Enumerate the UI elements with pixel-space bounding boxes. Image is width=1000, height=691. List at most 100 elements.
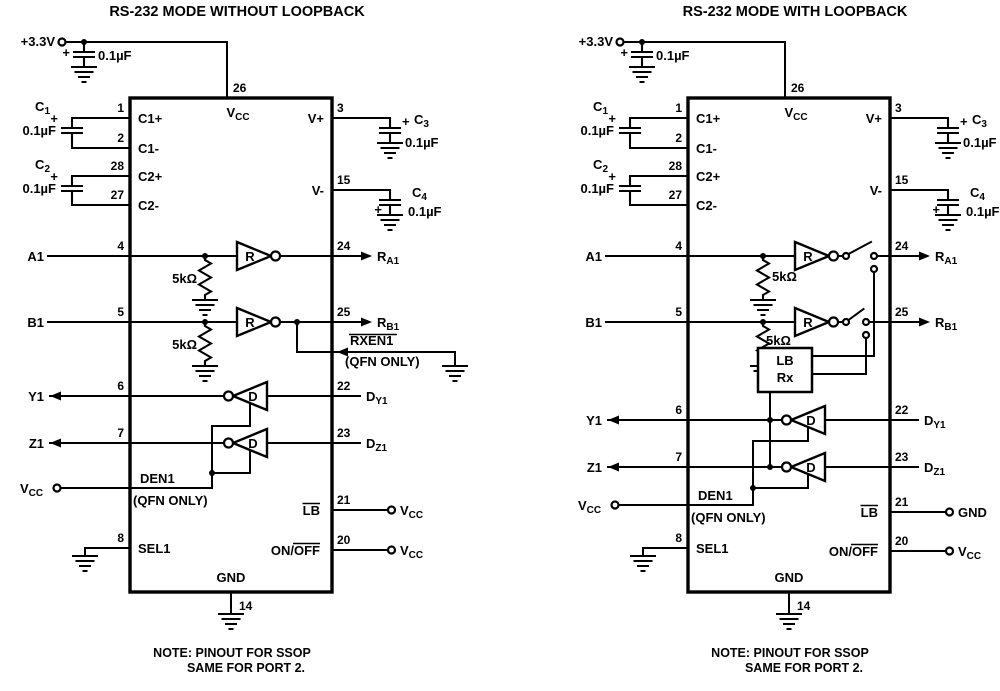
receiver-a-triangle bbox=[793, 240, 833, 272]
y1-arrow bbox=[608, 415, 619, 425]
inverter-bubble bbox=[827, 316, 840, 328]
ground-symbol bbox=[375, 213, 405, 232]
dy1-label: DY1 bbox=[924, 413, 946, 431]
c3-capacitor bbox=[935, 116, 961, 145]
diagram-title: RS-232 MODE WITH LOOPBACK bbox=[683, 4, 908, 20]
driver-z-triangle bbox=[229, 427, 269, 459]
bypass-capacitor bbox=[629, 40, 655, 69]
loopback-switch-blade bbox=[847, 240, 873, 256]
c3-value: 0.1µF bbox=[405, 135, 439, 150]
vplus-label: V+ bbox=[308, 111, 325, 126]
pin-25: 25 bbox=[895, 305, 909, 319]
pin-7: 7 bbox=[117, 426, 124, 440]
pin-23: 23 bbox=[337, 426, 351, 440]
ground-symbol bbox=[216, 612, 246, 631]
vcc-pin-label: VCC bbox=[784, 105, 807, 123]
rb1-label: RB1 bbox=[935, 315, 958, 333]
resistor-a-value: 5kΩ bbox=[172, 271, 197, 286]
pin-5: 5 bbox=[675, 305, 682, 319]
pin-22: 22 bbox=[337, 379, 351, 393]
c3-plus: + bbox=[402, 114, 410, 129]
pin-21: 21 bbox=[895, 495, 909, 509]
note-line2: SAME FOR PORT 2. bbox=[187, 661, 305, 675]
driver-z-triangle bbox=[787, 451, 827, 483]
c2-capacitor bbox=[617, 174, 643, 203]
junction-dot bbox=[767, 464, 773, 470]
cap-value: 0.1µF bbox=[656, 48, 690, 63]
pin-2: 2 bbox=[675, 131, 682, 145]
pin-26: 26 bbox=[791, 81, 805, 95]
ra1-arrow bbox=[361, 251, 372, 261]
ground-symbol bbox=[69, 65, 99, 84]
wires bbox=[47, 41, 456, 615]
receiver-b-triangle bbox=[793, 306, 833, 338]
z1-arrow bbox=[50, 438, 61, 448]
ic-body bbox=[686, 96, 892, 594]
b1-label: B1 bbox=[27, 315, 44, 330]
rxen1-label: RXEN1 bbox=[350, 333, 393, 348]
ic-body bbox=[128, 96, 334, 594]
wires bbox=[605, 41, 949, 615]
switch-contact bbox=[869, 251, 879, 261]
receiver-a-letter: R bbox=[245, 249, 255, 264]
den1-vcc-terminal bbox=[610, 500, 620, 510]
pin-27: 27 bbox=[111, 188, 125, 202]
y1-arrow bbox=[50, 391, 61, 401]
cap-plus: + bbox=[62, 45, 70, 60]
z1-label: Z1 bbox=[29, 436, 44, 451]
loopback-rx-block bbox=[756, 346, 814, 394]
onoff-terminal-label: VCC bbox=[958, 544, 981, 562]
vminus-label: V- bbox=[870, 183, 882, 198]
c3-plus: + bbox=[960, 114, 968, 129]
lb-pin-label: LB bbox=[303, 503, 320, 518]
cap-plus: + bbox=[620, 45, 628, 60]
junction-dot bbox=[294, 319, 300, 325]
c1-name: C1 bbox=[35, 99, 50, 117]
diagram-with-loopback: LB Rx RS-232 MODE WITH LOOPBACK +3.3V + … bbox=[578, 4, 1000, 675]
supply-terminal bbox=[57, 37, 67, 47]
supply-terminal bbox=[615, 37, 625, 47]
c3-name: C3 bbox=[972, 112, 987, 130]
onoff-pin-label: ON/OFF bbox=[829, 544, 878, 559]
den1-qfn-label: (QFN ONLY) bbox=[133, 493, 208, 508]
c1-capacitor bbox=[617, 116, 643, 145]
inverter-bubble bbox=[827, 250, 840, 262]
note-line2: SAME FOR PORT 2. bbox=[745, 661, 863, 675]
bypass-capacitor bbox=[71, 40, 97, 69]
a1-label: A1 bbox=[27, 249, 44, 264]
junction-dot bbox=[81, 39, 87, 45]
pin-5: 5 bbox=[117, 305, 124, 319]
c1-name: C1 bbox=[593, 99, 608, 117]
switch-contact bbox=[861, 330, 871, 340]
resistor-b-value: 5kΩ bbox=[172, 337, 197, 352]
diagram-without-loopback: RS-232 MODE WITHOUT LOOPBACK +3.3V + 0.1… bbox=[20, 4, 470, 675]
pin-4: 4 bbox=[117, 239, 124, 253]
resistor-a-value: 5kΩ bbox=[772, 269, 797, 284]
pin-20: 20 bbox=[895, 534, 909, 548]
y1-label: Y1 bbox=[586, 413, 602, 428]
c1-value: 0.1µF bbox=[22, 123, 56, 138]
inverter-bubble bbox=[269, 316, 282, 328]
c1-value: 0.1µF bbox=[580, 123, 614, 138]
switch-contact bbox=[861, 317, 871, 327]
inverter-bubble bbox=[780, 461, 793, 473]
pin-25: 25 bbox=[337, 305, 351, 319]
c3-name: C3 bbox=[414, 112, 429, 130]
c1-plus: + bbox=[608, 111, 616, 126]
pin-6: 6 bbox=[117, 379, 124, 393]
c1minus-label: C1- bbox=[138, 141, 159, 156]
ground-symbol bbox=[70, 554, 100, 573]
ground-symbol bbox=[375, 141, 405, 160]
switch-contact bbox=[869, 264, 879, 274]
dz1-label: DZ1 bbox=[366, 436, 387, 454]
onoff-terminal-label: VCC bbox=[400, 543, 423, 561]
diagram-title: RS-232 MODE WITHOUT LOOPBACK bbox=[109, 4, 365, 20]
c2plus-label: C2+ bbox=[696, 169, 721, 184]
note-line1: NOTE: PINOUT FOR SSOP bbox=[153, 646, 311, 660]
driver-z-letter: D bbox=[806, 460, 815, 475]
c2-plus: + bbox=[608, 169, 616, 184]
driver-z-letter: D bbox=[248, 436, 257, 451]
dy1-label: DY1 bbox=[366, 389, 388, 407]
